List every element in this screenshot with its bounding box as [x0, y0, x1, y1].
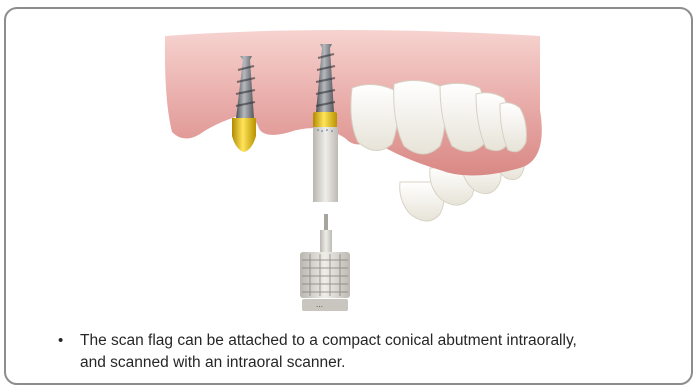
- caption-line-2: and scanned with an intraoral scanner.: [80, 352, 680, 374]
- svg-text:⋯: ⋯: [316, 304, 323, 311]
- caption-line-1: The scan flag can be attached to a compa…: [80, 330, 680, 352]
- scan-flag: ⋯: [300, 214, 350, 311]
- caption: • The scan flag can be attached to a com…: [80, 330, 680, 374]
- dental-implant-illustration: ⋯: [0, 0, 700, 320]
- bullet: •: [58, 330, 63, 352]
